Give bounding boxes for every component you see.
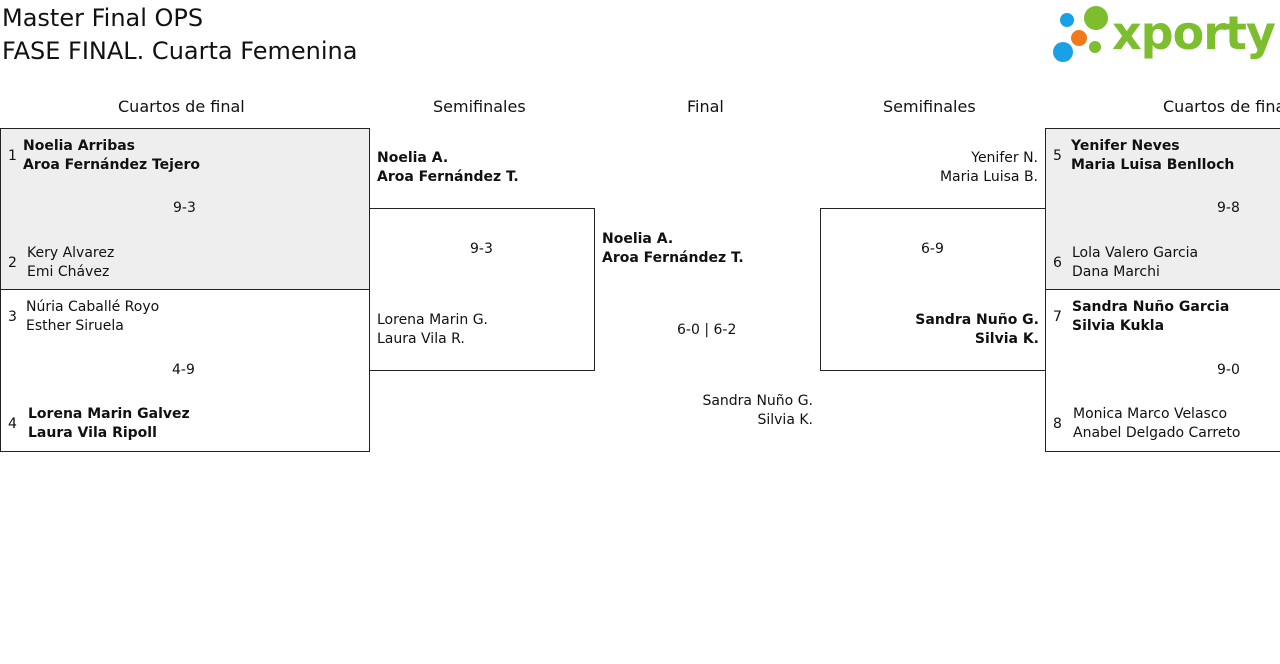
player-name: Núria Caballé Royo (26, 299, 160, 315)
final-score: 6-0 | 6-2 (677, 322, 737, 338)
player-name: Monica Marco Velasco (1073, 406, 1228, 422)
match-score: 9-8 (1217, 200, 1240, 216)
seed-number: 8 (1053, 416, 1062, 432)
round-label-right-semis: Semifinales (883, 97, 976, 116)
team-sf-left-top[interactable]: Noelia A. Aroa Fernández T. (377, 149, 519, 187)
team-seed-4[interactable]: Lorena Marin Galvez Laura Vila Ripoll (28, 405, 190, 443)
seed-number: 2 (8, 255, 17, 271)
match-score: 6-9 (921, 241, 944, 257)
page-subtitle: FASE FINAL. Cuarta Femenina (2, 37, 358, 65)
player-name: Silvia Kukla (1072, 318, 1165, 334)
match-card-sf-left[interactable]: 9-3 (369, 208, 595, 371)
team-seed-1[interactable]: Noelia Arribas Aroa Fernández Tejero (23, 137, 200, 175)
player-name: Noelia Arribas (23, 138, 135, 154)
player-name: Silvia K. (757, 412, 813, 428)
player-name: Lorena Marin Galvez (28, 406, 190, 422)
player-name: Yenifer Neves (1071, 138, 1180, 154)
player-name: Silvia K. (974, 331, 1039, 347)
team-seed-2[interactable]: Kery Alvarez Emi Chávez (27, 244, 114, 282)
team-seed-8[interactable]: Monica Marco Velasco Anabel Delgado Carr… (1073, 405, 1241, 443)
seed-number: 1 (8, 148, 17, 164)
match-score: 9-3 (173, 200, 196, 216)
player-name: Noelia A. (602, 231, 674, 247)
player-name: Maria Luisa Benlloch (1071, 157, 1235, 173)
team-seed-3[interactable]: Núria Caballé Royo Esther Siruela (26, 298, 159, 336)
logo-text: xporty (1112, 6, 1276, 60)
player-name: Sandra Nuño Garcia (1072, 299, 1230, 315)
seed-number: 7 (1053, 309, 1062, 325)
round-label-left-semis: Semifinales (433, 97, 526, 116)
round-label-left-quarters: Cuartos de final (118, 97, 245, 116)
player-name: Aroa Fernández Tejero (23, 157, 200, 173)
page-title: Master Final OPS (2, 4, 204, 32)
player-name: Yenifer N. (971, 150, 1038, 166)
seed-number: 3 (8, 309, 17, 325)
team-sf-right-top[interactable]: Yenifer N. Maria Luisa B. (860, 149, 1038, 187)
round-label-final: Final (687, 97, 724, 116)
player-name: Laura Vila R. (377, 331, 465, 347)
match-card-qf2[interactable]: 3 Núria Caballé Royo Esther Siruela 4-9 … (0, 289, 370, 452)
match-score: 4-9 (172, 362, 195, 378)
player-name: Aroa Fernández T. (377, 169, 519, 185)
seed-number: 6 (1053, 255, 1062, 271)
player-name: Lorena Marin G. (377, 312, 489, 328)
player-name: Noelia A. (377, 150, 449, 166)
match-card-qf3[interactable]: 5 Yenifer Neves Maria Luisa Benlloch 9-8… (1045, 128, 1280, 290)
player-name: Sandra Nuño G. (915, 312, 1039, 328)
seed-number: 4 (8, 416, 17, 432)
match-card-qf1[interactable]: 1 Noelia Arribas Aroa Fernández Tejero 9… (0, 128, 370, 290)
seed-number: 5 (1053, 148, 1062, 164)
player-name: Laura Vila Ripoll (28, 425, 157, 441)
round-label-right-quarters: Cuartos de final (1163, 97, 1280, 116)
match-score: 9-3 (470, 241, 493, 257)
player-name: Esther Siruela (26, 318, 124, 334)
player-name: Dana Marchi (1072, 264, 1160, 280)
player-name: Anabel Delgado Carreto (1073, 425, 1241, 441)
match-score: 9-0 (1217, 362, 1240, 378)
team-seed-5[interactable]: Yenifer Neves Maria Luisa Benlloch (1071, 137, 1234, 175)
match-card-qf4[interactable]: 7 Sandra Nuño Garcia Silvia Kukla 9-0 8 … (1045, 289, 1280, 452)
team-seed-7[interactable]: Sandra Nuño Garcia Silvia Kukla (1072, 298, 1229, 336)
team-final-bottom[interactable]: Sandra Nuño G. Silvia K. (640, 392, 813, 430)
player-name: Emi Chávez (27, 264, 110, 280)
player-name: Lola Valero Garcia (1072, 245, 1199, 261)
player-name: Aroa Fernández T. (602, 250, 744, 266)
team-sf-left-bottom[interactable]: Lorena Marin G. Laura Vila R. (377, 311, 488, 349)
player-name: Maria Luisa B. (939, 169, 1038, 185)
match-card-sf-right[interactable]: 6-9 Sandra Nuño G. Silvia K. (820, 208, 1046, 371)
team-seed-6[interactable]: Lola Valero Garcia Dana Marchi (1072, 244, 1198, 282)
logo-dots-icon (1053, 6, 1108, 62)
team-final-top[interactable]: Noelia A. Aroa Fernández T. (602, 230, 744, 268)
xporty-logo: xporty (1052, 4, 1278, 66)
team-sf-right-bottom[interactable]: Sandra Nuño G. Silvia K. (861, 311, 1039, 349)
player-name: Sandra Nuño G. (702, 393, 813, 409)
player-name: Kery Alvarez (27, 245, 115, 261)
